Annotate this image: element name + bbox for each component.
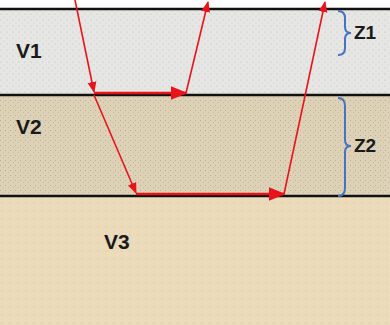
velocity-label: V2 [16, 115, 42, 139]
layer-band [0, 95, 390, 196]
seismic-rays [75, 0, 325, 194]
velocity-label: V1 [16, 39, 42, 63]
layer-band: V1 [0, 9, 330, 95]
interface-line [0, 8, 390, 11]
thickness-brace [338, 98, 351, 196]
layer-band [0, 9, 390, 95]
layer-band: V2 [0, 95, 330, 196]
layer-band [0, 196, 390, 325]
layer-band: V3 [0, 196, 330, 325]
thickness-brace [338, 11, 351, 55]
thickness-label: Z1 [354, 22, 376, 44]
interface-line [0, 94, 390, 97]
thickness-label: Z2 [354, 135, 376, 157]
interface-line [0, 195, 390, 198]
velocity-label: V3 [104, 230, 130, 254]
